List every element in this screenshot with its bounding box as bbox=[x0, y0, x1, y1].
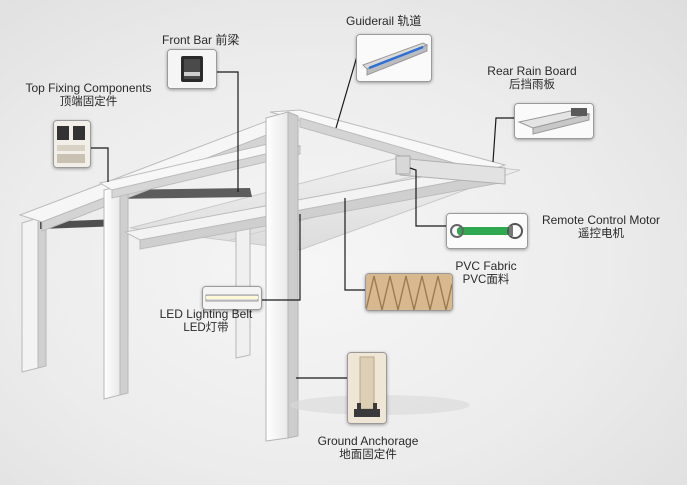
led-belt-label-cn: LED灯带 bbox=[183, 322, 229, 334]
top-fixing-label-cn: 顶端固定件 bbox=[59, 96, 118, 108]
pvc-fabric-label-cn: PVC面料 bbox=[462, 274, 510, 286]
guiderail-label-cn: 轨道 bbox=[397, 14, 422, 28]
remote-motor-label-cn: 遥控电机 bbox=[578, 228, 624, 240]
led-belt-photo bbox=[202, 286, 262, 310]
ground-anchorage-label: Ground Anchorage bbox=[317, 434, 419, 448]
front-beam bbox=[98, 139, 302, 199]
label-top-fixing: Top Fixing Components 顶端固定件 bbox=[16, 81, 161, 109]
label-guiderail: Guiderail 轨道 bbox=[346, 14, 421, 28]
leader-lines bbox=[72, 45, 514, 379]
rear-left-post bbox=[21, 215, 47, 373]
ground-anchorage-label-cn: 地面固定件 bbox=[339, 449, 397, 461]
remote-motor-label: Remote Control Motor bbox=[541, 213, 661, 227]
label-front-bar: Front Bar 前梁 bbox=[162, 33, 239, 47]
guiderail-photo bbox=[356, 34, 432, 82]
motor-housing bbox=[395, 155, 506, 185]
motor-photo bbox=[446, 213, 528, 249]
label-rear-rain-board: Rear Rain Board 后挡雨板 bbox=[480, 64, 584, 92]
label-pvc-fabric: PVC Fabric PVC面料 bbox=[450, 259, 522, 287]
top-fixing-label: Top Fixing Components bbox=[25, 81, 152, 95]
rear-beam bbox=[123, 167, 506, 250]
label-led-belt: LED Lighting Belt LED灯带 bbox=[150, 307, 262, 335]
guiderail-label: Guiderail bbox=[346, 14, 398, 28]
rear-rain-board-label: Rear Rain Board bbox=[487, 64, 577, 78]
front-main-post bbox=[265, 111, 299, 442]
front-bar-label-cn: 前梁 bbox=[215, 33, 240, 47]
label-ground-anchorage: Ground Anchorage 地面固定件 bbox=[304, 434, 432, 462]
rain-board-photo bbox=[514, 103, 594, 139]
front-bar-photo bbox=[167, 49, 217, 89]
rear-rain-board-label-cn: 后挡雨板 bbox=[509, 79, 555, 91]
led-belt-label: LED Lighting Belt bbox=[159, 307, 253, 321]
pvc-fabric-label: PVC Fabric bbox=[455, 259, 517, 273]
top-fixing-photo bbox=[53, 120, 91, 168]
front-middle-post bbox=[103, 183, 129, 400]
front-bar-label: Front Bar bbox=[162, 33, 216, 47]
fabric-photo bbox=[365, 273, 453, 311]
label-remote-motor: Remote Control Motor 遥控电机 bbox=[530, 213, 672, 241]
anchorage-photo bbox=[347, 352, 387, 424]
